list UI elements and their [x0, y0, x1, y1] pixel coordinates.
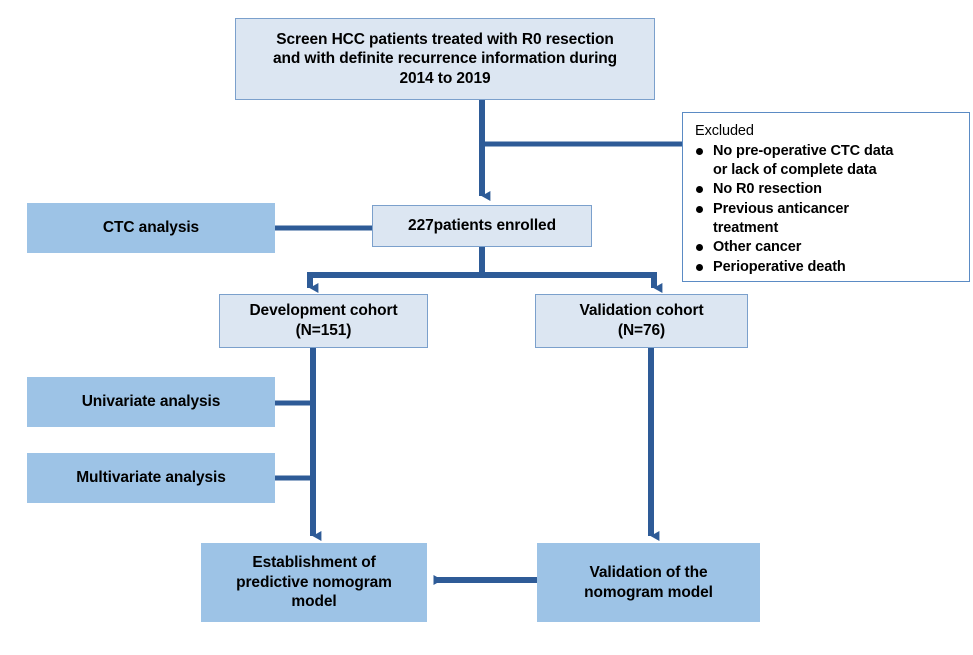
excluded-item-line-1: Other cancer — [713, 239, 802, 256]
excluded-item-line-1: No pre-operative CTC data — [713, 143, 894, 160]
excluded-list-item: No pre-operative CTC data or lack of com… — [693, 142, 961, 179]
excluded-list: No pre-operative CTC data or lack of com… — [693, 142, 961, 276]
excluded-item-line-1: Perioperative death — [713, 258, 846, 275]
node-ctc-line-1: CTC analysis — [102, 219, 200, 237]
excluded-list-item: Other cancer — [693, 238, 961, 257]
bullet-icon — [696, 263, 703, 271]
node-enrolled-line-1: 227patients enrolled — [408, 217, 556, 235]
node-establishment-line-1: Establishment of — [252, 554, 376, 572]
node-multivariate-line-1: Multivariate analysis — [76, 469, 226, 487]
node-excluded-panel: Excluded No pre-operative CTC data or la… — [682, 112, 970, 282]
node-establishment-line-3: model — [291, 593, 337, 611]
bullet-icon — [696, 206, 703, 214]
node-validation-cohort: Validation cohort (N=76) — [535, 294, 748, 348]
node-validation-nomogram-model: Validation of the nomogram model — [537, 543, 760, 622]
node-validation-model-line-1: Validation of the — [589, 563, 708, 581]
node-screen-line-1: Screen HCC patients treated with R0 rese… — [276, 30, 614, 48]
node-development-line-2: (N=151) — [295, 322, 352, 339]
node-screen-line-2: and with definite recurrence information… — [272, 50, 618, 68]
excluded-list-item: No R0 resection — [693, 180, 961, 199]
node-patients-enrolled: 227patients enrolled — [372, 205, 592, 247]
bullet-icon — [696, 148, 703, 156]
excluded-item-line-1: Previous anticancer — [713, 201, 849, 218]
node-development-cohort: Development cohort (N=151) — [219, 294, 428, 348]
node-establishment-line-2: predictive nomogram — [236, 573, 392, 591]
node-univariate-analysis: Univariate analysis — [27, 377, 275, 427]
node-establishment-nomogram: Establishment of predictive nomogram mod… — [201, 543, 427, 622]
excluded-title: Excluded — [695, 123, 754, 139]
node-validation-cohort-line-2: (N=76) — [617, 322, 666, 339]
excluded-list-item: Perioperative death — [693, 258, 961, 277]
bullet-icon — [696, 186, 703, 194]
bullet-icon — [696, 244, 703, 252]
node-validation-model-line-2: nomogram model — [584, 583, 713, 601]
node-validation-cohort-line-1: Validation cohort — [579, 302, 704, 320]
excluded-list-item: Previous anticancer treatment — [693, 200, 961, 237]
node-screen-line-3: 2014 to 2019 — [399, 69, 491, 87]
node-ctc-analysis: CTC analysis — [27, 203, 275, 253]
excluded-item-line-2: treatment — [713, 219, 779, 236]
excluded-item-line-2: or lack of complete data — [713, 161, 877, 178]
excluded-item-line-1: No R0 resection — [713, 181, 822, 198]
node-screen-hcc-patients: Screen HCC patients treated with R0 rese… — [235, 18, 655, 100]
node-development-line-1: Development cohort — [249, 302, 398, 320]
node-multivariate-analysis: Multivariate analysis — [27, 453, 275, 503]
node-univariate-line-1: Univariate analysis — [81, 393, 221, 411]
